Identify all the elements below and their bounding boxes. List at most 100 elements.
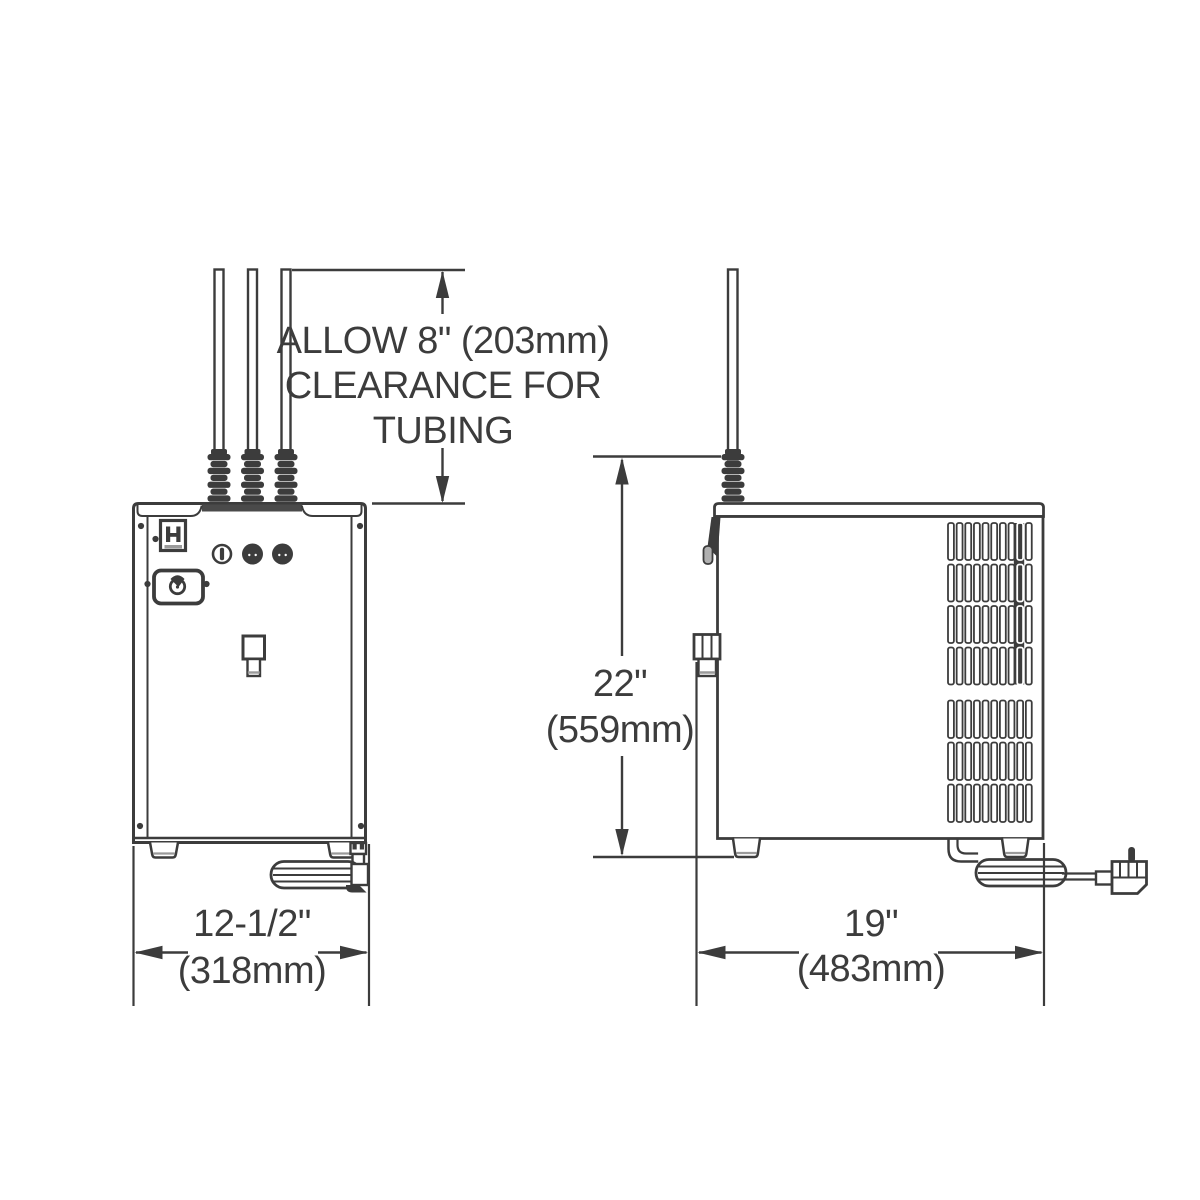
foot <box>731 837 762 859</box>
vent-slot <box>964 741 973 781</box>
strain-relief-rib <box>724 460 742 468</box>
vent-slot <box>1016 741 1025 781</box>
strain-relief-rib <box>274 454 298 461</box>
control-knob <box>272 543 293 565</box>
vent-slot <box>1016 522 1025 561</box>
strain-relief-rib <box>207 467 231 475</box>
vent-slot <box>999 699 1007 739</box>
screw <box>136 822 144 830</box>
strain-relief-rib <box>207 495 231 502</box>
side-depth-imperial: 19" <box>843 903 899 945</box>
vent-slot <box>999 741 1007 781</box>
vent-slot <box>955 522 964 561</box>
screw <box>137 522 145 530</box>
front-width-imperial: 12-1/2" <box>193 903 311 945</box>
vent-slot <box>964 563 973 603</box>
vent-slot <box>1024 522 1033 561</box>
strain-relief <box>725 449 741 455</box>
vent-slot <box>990 783 999 823</box>
vent-slot <box>955 783 964 823</box>
vent-slot <box>990 646 999 686</box>
strain-relief-rib <box>210 460 228 468</box>
foot <box>1000 837 1030 859</box>
vent-slot <box>1016 646 1025 686</box>
side-depth-dimension <box>695 662 1046 1006</box>
vent-slot <box>955 605 964 644</box>
strain-relief-rib <box>277 474 295 481</box>
feet <box>148 841 358 859</box>
height-imperial: 22" <box>592 663 648 705</box>
strain-relief-rib <box>207 481 231 488</box>
height-metric: (559mm) <box>545 709 695 751</box>
vent-slot <box>981 522 990 561</box>
clearance-note-line1: ALLOW 8" (203mm) <box>276 320 610 362</box>
power-switch-icon <box>158 518 188 553</box>
strain-relief-rib <box>207 454 231 461</box>
front-width-dimension <box>132 844 371 1006</box>
strain-relief-rib <box>210 488 228 495</box>
vent-slot <box>1016 783 1025 823</box>
strain-relief-rib <box>724 488 742 495</box>
top-gland-strip <box>202 504 302 512</box>
vent-slot <box>973 783 981 823</box>
vent-slot <box>955 646 964 686</box>
power-cord <box>947 837 1114 888</box>
screw <box>357 822 365 830</box>
screw <box>203 580 210 588</box>
strain-relief-rib <box>241 454 264 461</box>
vent-slot <box>955 563 964 603</box>
foot <box>148 841 180 859</box>
strain-relief-rib <box>244 460 261 468</box>
strain-relief-rib <box>274 495 298 502</box>
vent-slot <box>981 563 990 603</box>
height-dimension <box>593 455 734 859</box>
lid-clip <box>702 517 721 565</box>
strain-relief-rib <box>244 488 261 495</box>
strain-relief-rib <box>274 481 298 488</box>
clearance-note-line3: TUBING <box>372 410 514 452</box>
strain-relief-rib <box>241 481 264 488</box>
vent-slot <box>981 605 990 644</box>
strain-relief-rib <box>274 467 298 475</box>
water-inlet-fitting <box>692 633 722 678</box>
top-notch-left <box>136 505 203 517</box>
front-view <box>132 268 370 893</box>
vent-slot <box>990 563 999 603</box>
vent-slot <box>1007 699 1016 739</box>
corner-post <box>1013 523 1025 685</box>
clearance-note: ALLOW 8" (203mm) CLEARANCE FOR TUBING <box>203 319 683 454</box>
side-depth-metric: (483mm) <box>796 948 946 990</box>
drain-fitting <box>241 634 266 678</box>
vent-slot <box>947 783 955 823</box>
feet <box>731 837 1030 859</box>
strain-relief-rib <box>241 495 264 502</box>
strain-reliefs <box>207 449 298 502</box>
vent-slot <box>1016 699 1025 739</box>
vent-slot <box>964 646 973 686</box>
vent-slot <box>973 522 981 561</box>
vent-slot <box>990 605 999 644</box>
vent-slot <box>964 783 973 823</box>
height-dimension-label: 22" (559mm) <box>520 661 720 753</box>
strain-relief-rib <box>244 474 261 481</box>
strain-relief-rib <box>721 467 745 475</box>
vent-slot <box>955 741 964 781</box>
vent-slot <box>981 646 990 686</box>
vent-slot <box>947 699 955 739</box>
vent-slot <box>1016 605 1025 644</box>
power-indicator-icon <box>211 543 233 565</box>
vent-slot <box>1007 783 1016 823</box>
vent-slot <box>1007 563 1016 603</box>
vent-slot <box>964 699 973 739</box>
vent-slot <box>1024 646 1033 686</box>
vent-slot <box>1024 699 1033 739</box>
vent-slot <box>947 522 955 561</box>
strain-relief-rib <box>721 454 745 461</box>
strain-relief-rib <box>277 460 295 468</box>
vent-slot <box>981 741 990 781</box>
vent-slot <box>947 646 955 686</box>
vent-slot <box>947 741 955 781</box>
vent-slot <box>964 605 973 644</box>
vent-slot <box>1024 741 1033 781</box>
